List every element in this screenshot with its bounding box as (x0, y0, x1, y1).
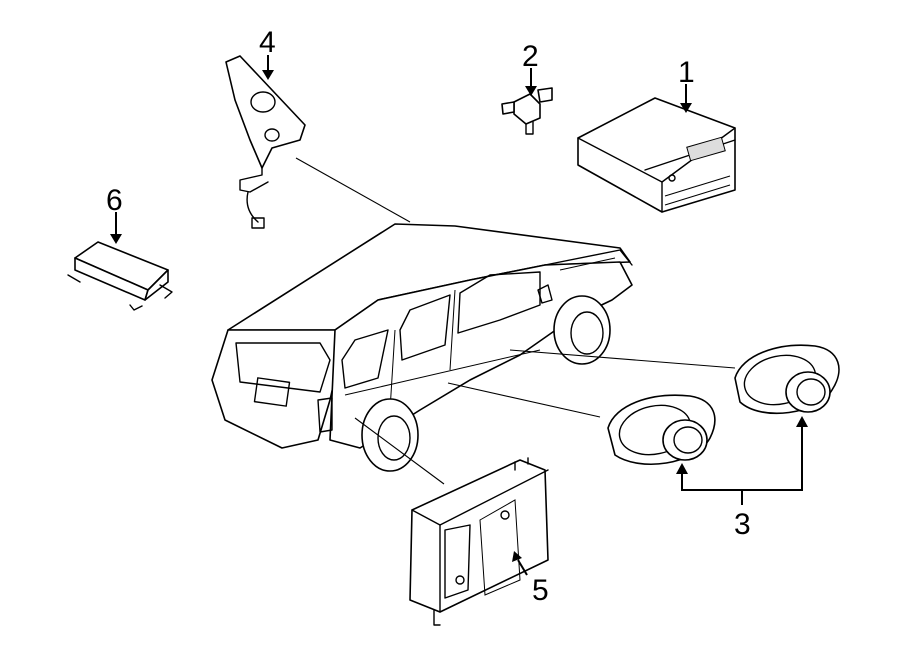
callout-4-label: 4 (259, 26, 276, 59)
callout-2-label: 2 (522, 40, 539, 73)
speaker-icon (607, 344, 840, 466)
callout-3-label: 3 (734, 508, 751, 541)
antenna-connector-icon (501, 87, 553, 135)
callout-1-label: 1 (678, 56, 695, 89)
callout-labels: 1 2 3 4 5 6 (106, 26, 751, 607)
callout-arrows (110, 55, 808, 576)
control-module-icon (67, 241, 173, 311)
radio-receiver-icon (577, 97, 736, 213)
amplifier-icon (409, 457, 549, 626)
leader-lines (295, 157, 736, 485)
callout-5-label: 5 (532, 574, 549, 607)
tweeter-pillar-icon (225, 55, 306, 229)
suv-vehicle-illustration (211, 223, 633, 472)
callout-6-label: 6 (106, 184, 123, 217)
